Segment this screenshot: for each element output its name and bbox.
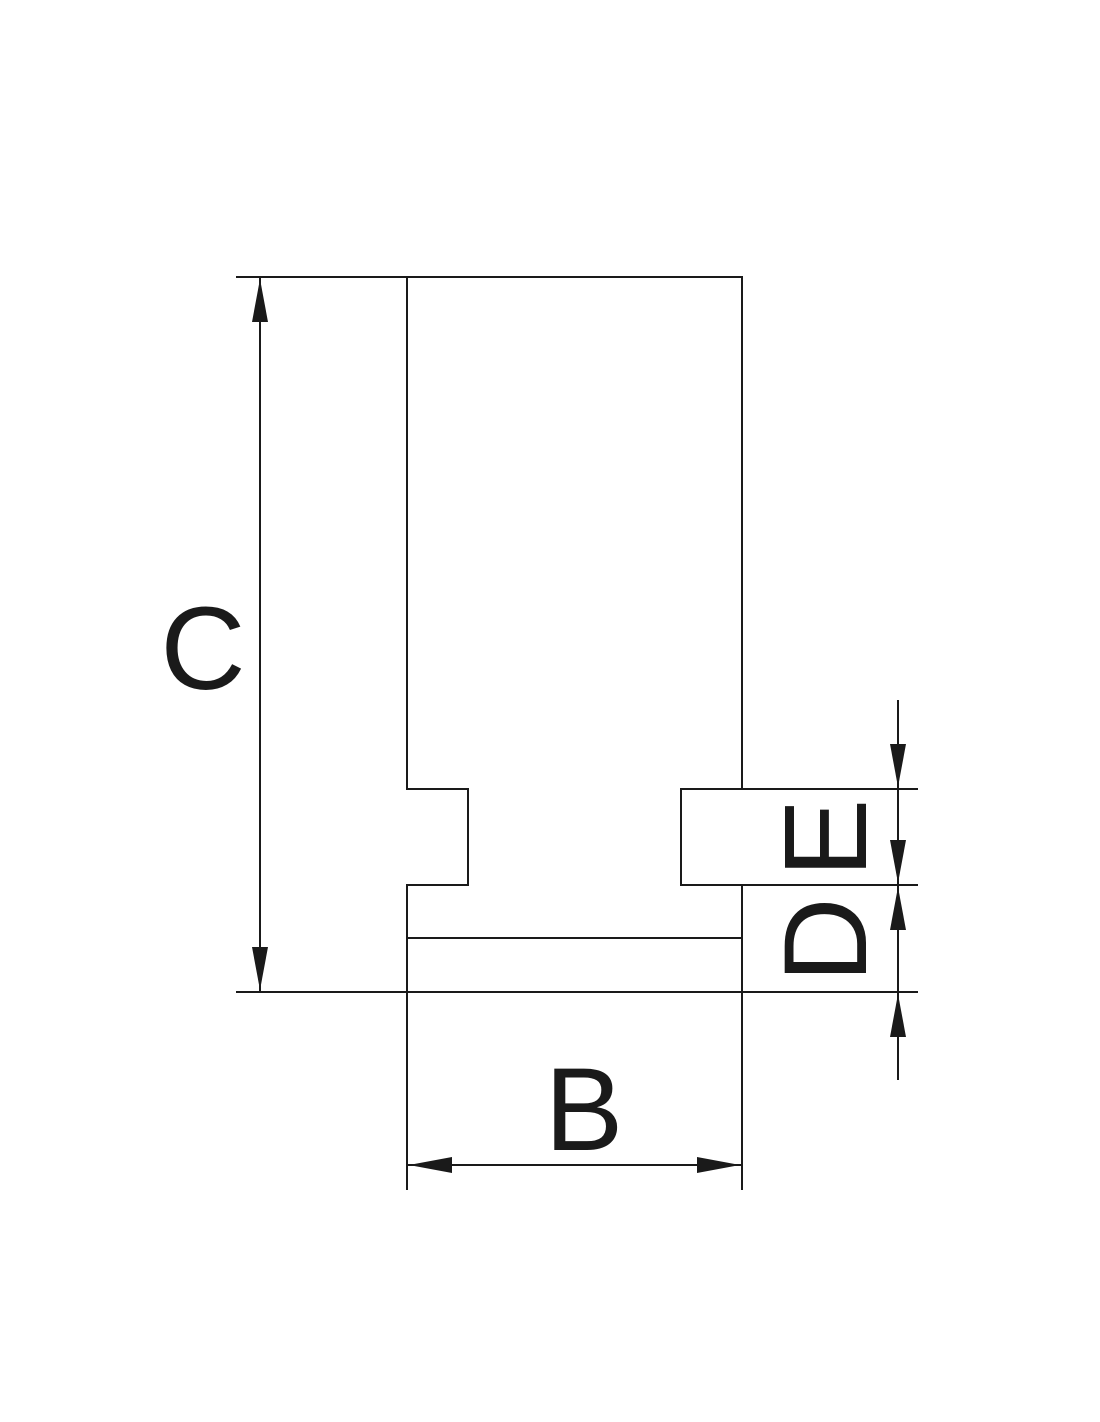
- b-arrow-right: [697, 1157, 740, 1173]
- c-label: C: [160, 583, 245, 715]
- d-arrow-top: [890, 887, 906, 930]
- b-label: B: [545, 1044, 624, 1176]
- d-label: D: [760, 897, 892, 982]
- b-arrow-left: [409, 1157, 452, 1173]
- d-arrow-bottom: [890, 994, 906, 1037]
- c-arrow-bottom: [252, 947, 268, 990]
- jaw-outline: [406, 276, 743, 993]
- e-arrow-top: [890, 744, 906, 787]
- e-label: E: [760, 799, 892, 878]
- e-arrow-bottom: [890, 840, 906, 883]
- c-arrow-top: [252, 279, 268, 322]
